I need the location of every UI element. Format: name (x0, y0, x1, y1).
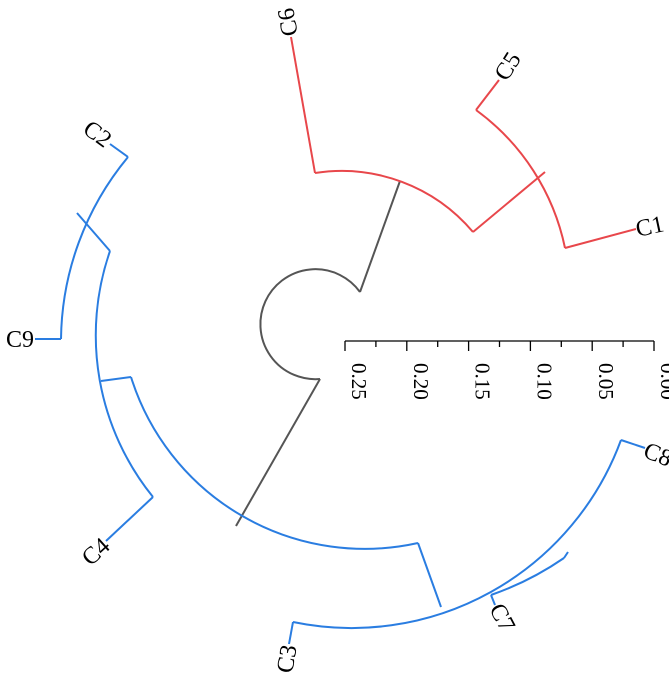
branch-c5 (475, 79, 500, 111)
scale-tick-label: 0.20 (409, 363, 433, 400)
scale-axis: 0.00 0.05 0.10 0.15 0.20 0.25 (344, 340, 669, 400)
red-inner-arc (475, 109, 566, 249)
scale-tick-label: 0.05 (594, 363, 618, 400)
blue-c2-c9-arc (60, 156, 129, 340)
red-inner-stem (472, 171, 546, 233)
scale-tick-label: 0.25 (347, 363, 371, 400)
root-to-red-branch (359, 180, 401, 293)
branch-c3 (288, 621, 294, 645)
blue-c2-c9-stem (76, 212, 111, 252)
leaf-label-c9: C9 (6, 327, 34, 353)
root-to-blue-branch (235, 378, 321, 527)
blue-left-stem (100, 376, 132, 382)
leaf-label-c5: C5 (490, 48, 527, 86)
branch-c7 (490, 594, 496, 606)
scale-tick-label: 0.10 (532, 363, 556, 400)
scale-tick-label: 0.15 (471, 363, 495, 400)
leaf-label-c1: C1 (634, 211, 667, 242)
leaf-label-c6: C6 (273, 6, 303, 38)
blue-main-arc (130, 376, 419, 550)
leaf-label-c3: C3 (272, 643, 302, 675)
blue-right-arc (292, 439, 622, 630)
blue-left-arc (94, 250, 154, 498)
branch-c1 (564, 228, 637, 249)
branch-c8 (620, 439, 646, 449)
branch-c6 (290, 36, 316, 174)
root-cluster (235, 180, 401, 527)
scale-ticks: 0.00 0.05 0.10 0.15 0.20 0.25 (344, 341, 669, 400)
blue-right-stem (417, 542, 442, 608)
branch-c4 (105, 496, 154, 542)
red-outer-arc (314, 169, 474, 233)
leaf-label-c2: C2 (78, 116, 116, 154)
blue-cluster (35, 143, 646, 645)
red-cluster (290, 36, 637, 249)
branch-c2 (109, 143, 129, 158)
blue-c7-stem (563, 551, 569, 559)
root-arc (259, 268, 361, 381)
leaf-label-c7: C7 (484, 599, 520, 636)
scale-tick-label: 0.00 (656, 363, 669, 400)
leaf-label-c8: C8 (640, 438, 669, 473)
blue-c7-arc (490, 557, 565, 596)
